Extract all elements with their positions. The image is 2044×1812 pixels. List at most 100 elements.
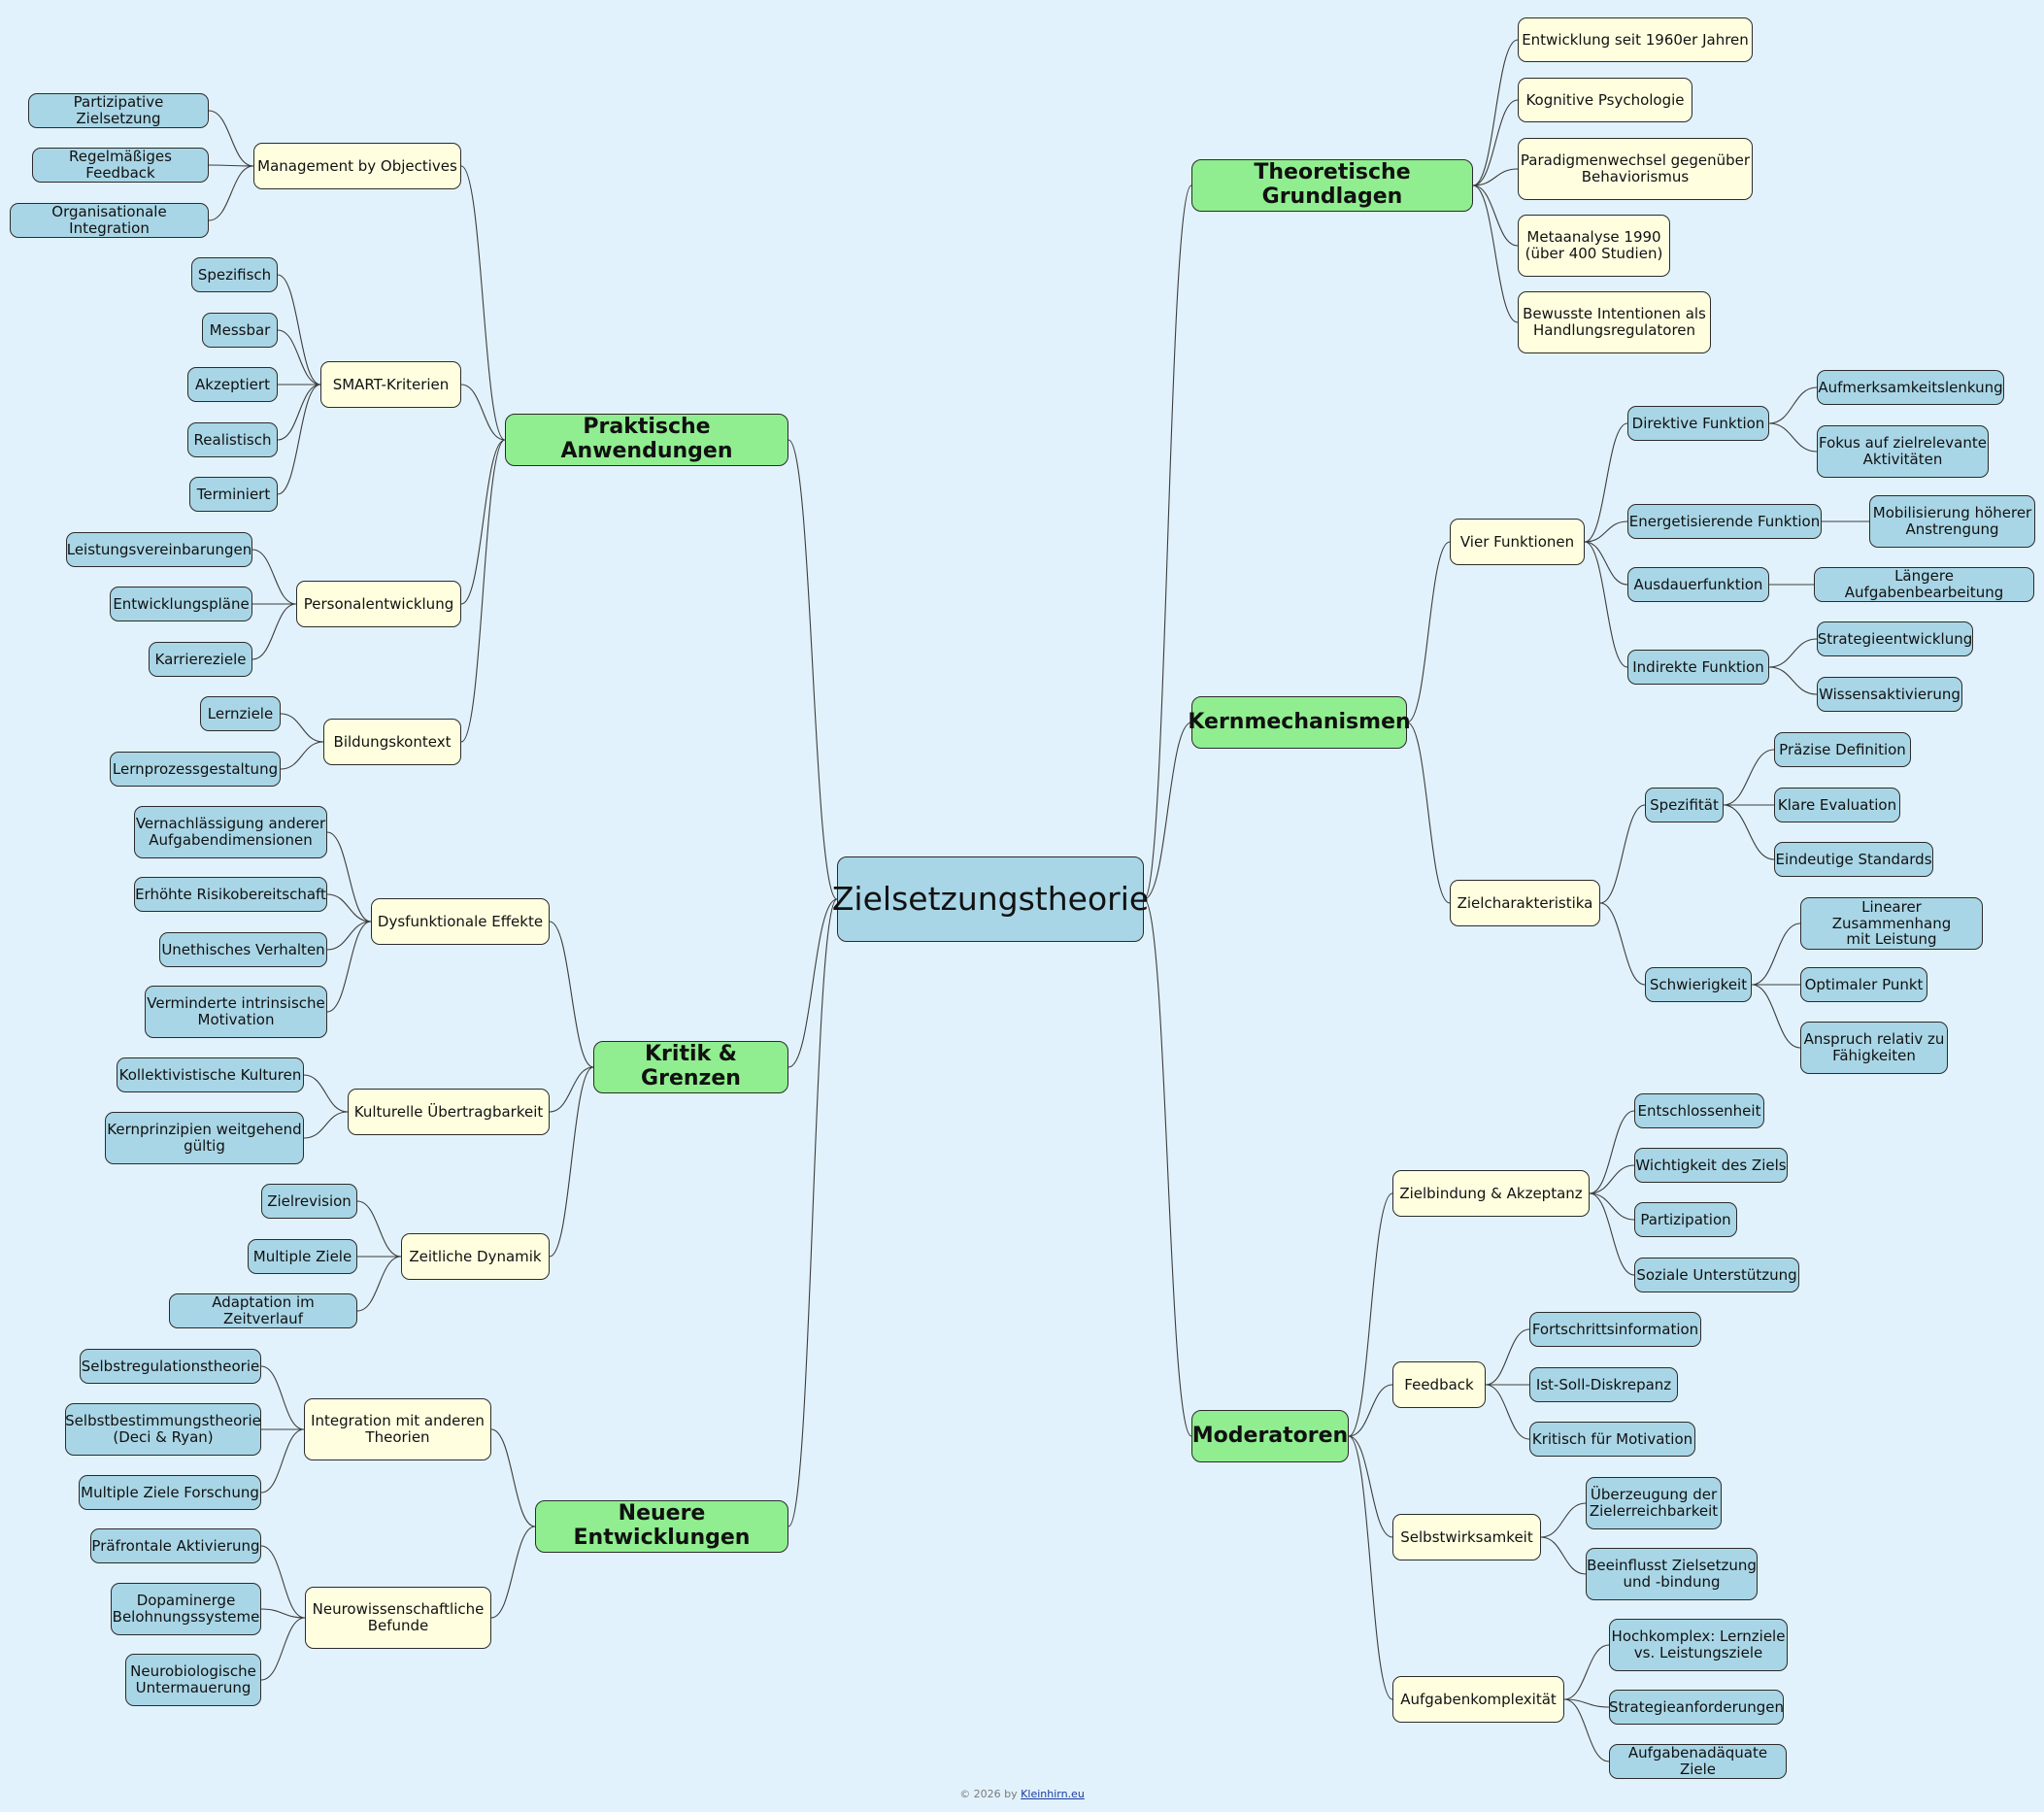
connector [787, 898, 838, 1527]
connector [1406, 541, 1451, 723]
node-anspruch-faehigkeiten: Anspruch relativ zu Fähigkeiten [1800, 1022, 1948, 1074]
connector [1599, 804, 1646, 904]
node-kulturelle-uebertragbarkeit: Kulturelle Übertragbarkeit [348, 1089, 550, 1135]
connector [260, 1365, 305, 1430]
node-selbstregulationstheorie: Selbstregulationstheorie [80, 1349, 261, 1384]
node-adaptation-zeitverlauf: Adaptation im Zeitverlauf [169, 1293, 357, 1328]
connector [1472, 185, 1519, 323]
node-direktive-funktion: Direktive Funktion [1627, 406, 1769, 441]
node-messbar: Messbar [202, 313, 278, 348]
connector [1485, 1384, 1530, 1440]
connector [787, 439, 838, 900]
branch-kritik-grenzen: Kritik & Grenzen [593, 1041, 788, 1093]
node-feedback: Feedback [1392, 1361, 1486, 1408]
node-soziale-unterstuetzung: Soziale Unterstützung [1634, 1258, 1799, 1292]
footer-prefix: © 2026 by [959, 1788, 1022, 1800]
connector [1540, 1536, 1587, 1575]
connector [1563, 1644, 1610, 1700]
node-fokus-zielrelevant: Fokus auf zielrelevante Aktivitäten [1817, 425, 1989, 478]
node-beeinflusst-zielsetzung: Beeinflusst Zielsetzung und -bindung [1586, 1548, 1758, 1600]
connector [1723, 804, 1775, 860]
connector [549, 1066, 594, 1113]
connector [1584, 541, 1628, 586]
node-zielcharakteristika: Zielcharakteristika [1450, 880, 1600, 926]
node-kernprinzipien: Kernprinzipien weitgehend gültig [105, 1112, 304, 1164]
connector [1584, 541, 1628, 668]
branch-neuere-entwicklungen: Neuere Entwicklungen [535, 1500, 788, 1553]
connector [1406, 721, 1451, 904]
node-strategieentwicklung: Strategieentwicklung [1817, 621, 1973, 656]
connector [326, 921, 372, 951]
connector [326, 921, 372, 1013]
node-multiple-ziele: Multiple Ziele [248, 1239, 357, 1274]
node-multiple-ziele-forschung: Multiple Ziele Forschung [79, 1475, 261, 1510]
connector [1472, 168, 1519, 186]
connector [326, 893, 372, 923]
node-indirekte-funktion: Indirekte Funktion [1627, 650, 1769, 685]
connector [260, 1617, 306, 1681]
connector [208, 110, 254, 167]
node-zielbindung-akzeptanz: Zielbindung & Akzeptanz [1392, 1170, 1590, 1217]
node-aufmerksamkeitslenkung: Aufmerksamkeitslenkung [1817, 370, 2004, 405]
node-integration-theorien: Integration mit anderen Theorien [304, 1398, 491, 1460]
node-erhoehte-risikobereitschaft: Erhöhte Risikobereitschaft [134, 877, 327, 912]
node-akzeptiert: Akzeptiert [187, 367, 278, 402]
connector [460, 439, 506, 743]
connector [1589, 1164, 1635, 1194]
node-bewusste-intentionen: Bewusste Intentionen als Handlungsregula… [1518, 291, 1711, 353]
node-optimaler-punkt: Optimaler Punkt [1800, 967, 1927, 1002]
connector [1768, 386, 1818, 424]
connector [208, 164, 254, 167]
node-management-by-objectives: Management by Objectives [253, 143, 461, 189]
connector [208, 165, 254, 221]
node-entwicklung-1960: Entwicklung seit 1960er Jahren [1518, 17, 1753, 62]
node-wichtigkeit-ziel: Wichtigkeit des Ziels [1634, 1148, 1788, 1183]
node-kognitive-psychologie: Kognitive Psychologie [1518, 78, 1692, 122]
node-neurowissenschaftliche-befunde: Neurowissenschaftliche Befunde [305, 1587, 491, 1649]
connector [1472, 99, 1519, 186]
connector [277, 384, 321, 495]
connector [1348, 1192, 1393, 1437]
connector [1563, 1698, 1610, 1708]
node-eindeutige-standards: Eindeutige Standards [1774, 842, 1933, 877]
node-vernachlaessigung: Vernachlässigung anderer Aufgabendimensi… [134, 806, 327, 858]
connector [1751, 984, 1801, 1049]
node-dysfunktionale-effekte: Dysfunktionale Effekte [371, 898, 550, 945]
node-bildungskontext: Bildungskontext [323, 719, 461, 765]
connector [251, 603, 297, 660]
connector [1472, 39, 1519, 186]
node-klare-evaluation: Klare Evaluation [1774, 788, 1900, 822]
connector [1768, 422, 1818, 453]
connector [1563, 1698, 1610, 1762]
connector [251, 549, 297, 605]
node-schwierigkeit: Schwierigkeit [1645, 967, 1752, 1002]
node-dopaminerge-belohnungssysteme: Dopaminerge Belohnungssysteme [111, 1583, 261, 1635]
connector [280, 713, 324, 743]
node-linearer-zusammenhang: Linearer Zusammenhang mit Leistung [1800, 897, 1983, 950]
connector [460, 384, 506, 441]
connector [280, 741, 324, 770]
connector [1143, 898, 1192, 1437]
connector [1768, 666, 1818, 695]
connector [1589, 1192, 1635, 1276]
connector [326, 831, 372, 923]
node-entschlossenheit: Entschlossenheit [1634, 1093, 1764, 1128]
connector [1599, 902, 1646, 986]
footer-credit: © 2026 by Kleinhirn.eu [0, 1788, 2044, 1800]
branch-theoretische-grundlagen: Theoretische Grundlagen [1191, 159, 1473, 212]
node-wissensaktivierung: Wissensaktivierung [1817, 677, 1962, 712]
node-organisationale-integration: Organisationale Integration [10, 203, 209, 238]
footer-link[interactable]: Kleinhirn.eu [1021, 1788, 1085, 1800]
node-fortschrittsinformation: Fortschrittsinformation [1529, 1312, 1701, 1347]
connector [1589, 1110, 1635, 1194]
node-ausdauerfunktion: Ausdauerfunktion [1627, 567, 1769, 602]
connector [356, 1200, 402, 1258]
node-partizipative-zielsetzung: Partizipative Zielsetzung [28, 93, 209, 128]
node-kollektivistische-kulturen: Kollektivistische Kulturen [117, 1057, 304, 1092]
connector [1751, 923, 1801, 986]
connector [1768, 638, 1818, 668]
connector [490, 1428, 536, 1527]
node-aufgabenadaequate-ziele: Aufgabenadäquate Ziele [1609, 1744, 1787, 1779]
